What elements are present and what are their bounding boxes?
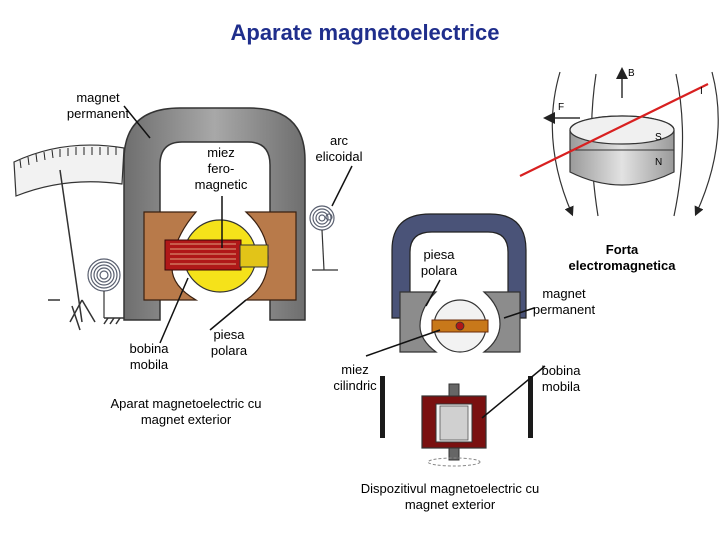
spring-left (87, 258, 121, 318)
force-diagram (519, 67, 719, 217)
label-bobina-mobila-left: bobina mobila (129, 341, 169, 372)
cross-section (380, 376, 533, 467)
north-pole-label: N (655, 157, 663, 168)
page-title: Aparate magnetoelectrice (230, 20, 500, 45)
pointer-needle (59, 169, 83, 323)
label-forta-electromagnetica: Forta electromagnetica (568, 242, 676, 273)
pole-pieces-right (399, 291, 521, 353)
label-piesa-polara-left: piesa polara (210, 327, 248, 358)
field-b-label: B (628, 68, 635, 79)
label-piesa-polara-right: piesa polara (420, 247, 458, 278)
label-magnet-permanent-left: magnet permanent (66, 90, 130, 121)
instrument-scale (13, 144, 125, 197)
label-miez-cilindric: miez cilindric (333, 362, 377, 393)
south-pole-label: S (655, 132, 662, 143)
spring-left-top (309, 205, 338, 271)
caption-right: Dispozitivul magnetoelectric cu magnet e… (360, 481, 540, 512)
label-miez-feromagnetic: miez fero- magnetic (194, 145, 248, 192)
pointer-support (48, 299, 124, 331)
caption-left: Aparat magnetoelectric cu magnet exterio… (110, 396, 262, 427)
current-i-label: I (700, 86, 703, 97)
spring-right (325, 213, 333, 221)
moving-coil-left (164, 239, 269, 271)
label-arc-elicoidal: arc elicoidal (315, 133, 363, 164)
leader-lines (123, 105, 546, 419)
label-bobina-mobila-right: bobina mobila (541, 363, 581, 394)
force-f-label: F (558, 102, 565, 113)
label-magnet-permanent-right: magnet permanent (532, 286, 596, 317)
